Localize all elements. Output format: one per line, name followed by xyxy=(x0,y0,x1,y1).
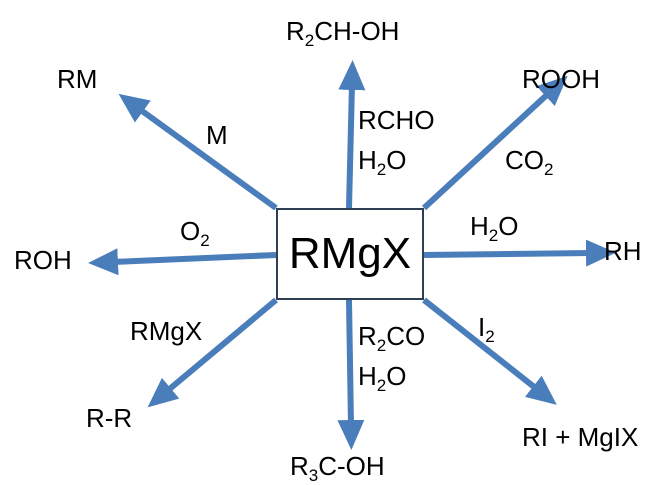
arrow-lower-left xyxy=(147,297,278,408)
product-right: RH xyxy=(604,236,642,266)
product-down: R3C-OH xyxy=(290,451,385,485)
reagent-up-line2: H2O xyxy=(358,145,407,179)
product-left: ROH xyxy=(14,245,72,275)
arrow-up xyxy=(338,60,366,209)
arrow-down xyxy=(337,299,365,450)
arrow-upper-right xyxy=(421,75,568,211)
center-compound-label: RMgX xyxy=(288,229,412,278)
arrow-lower-right xyxy=(422,297,557,405)
product-lower-right: RI + MgIX xyxy=(522,422,639,452)
product-upper-right: ROOH xyxy=(522,64,600,94)
reagent-left: O2 xyxy=(180,216,210,250)
arrow-left xyxy=(88,248,277,276)
reagent-down-line1: R2CO xyxy=(358,321,426,355)
reagent-lower-right: I2 xyxy=(478,312,495,346)
arrow-right xyxy=(423,239,616,267)
reagent-up-line1: RCHO xyxy=(358,105,435,135)
reagent-upper-right: CO2 xyxy=(505,145,554,179)
product-lower-left: R-R xyxy=(86,403,133,433)
center-compound-box: RMgX xyxy=(276,208,424,300)
product-upper-left: RM xyxy=(57,64,98,94)
reagent-down-line2: H2O xyxy=(358,361,407,395)
arrow-upper-left xyxy=(118,93,278,211)
reagent-upper-left: M xyxy=(206,120,228,150)
reagent-lower-left: RMgX xyxy=(130,316,203,346)
reagent-right: H2O xyxy=(470,211,519,245)
product-up: R2CH-OH xyxy=(286,16,400,50)
